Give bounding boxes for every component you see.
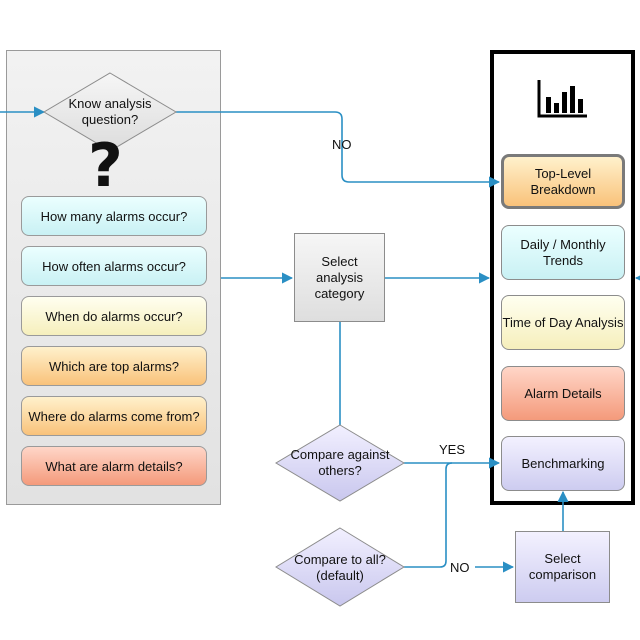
compare-all-label: Compare to all? (default) bbox=[294, 552, 386, 583]
question-which-top[interactable]: Which are top alarms? bbox=[21, 346, 207, 386]
connector-all-yes bbox=[404, 462, 453, 568]
category-label: Alarm Details bbox=[524, 385, 602, 401]
question-where-from[interactable]: Where do alarms come from? bbox=[21, 396, 207, 436]
category-alarm-details[interactable]: Alarm Details bbox=[501, 366, 625, 421]
question-label: How often alarms occur? bbox=[42, 258, 186, 274]
decision-compare-all bbox=[275, 527, 405, 607]
question-when[interactable]: When do alarms occur? bbox=[21, 296, 207, 336]
question-mark-icon: ? bbox=[88, 131, 123, 201]
edge-label-no-bottom: NO bbox=[450, 560, 470, 575]
question-how-often[interactable]: How often alarms occur? bbox=[21, 246, 207, 286]
edge-label-yes: YES bbox=[439, 442, 466, 457]
question-label: When do alarms occur? bbox=[45, 308, 183, 324]
category-time-of-day[interactable]: Time of Day Analysis bbox=[501, 295, 625, 350]
select-comparison[interactable]: Select comparison bbox=[515, 531, 610, 603]
question-how-many[interactable]: How many alarms occur? bbox=[21, 196, 207, 236]
question-label: Which are top alarms? bbox=[48, 358, 180, 374]
category-label: Daily / Monthly Trends bbox=[520, 236, 606, 268]
edge-label-no-top: NO bbox=[332, 137, 352, 152]
compare-others-label: Compare against others? bbox=[290, 447, 390, 478]
bar-chart-icon bbox=[537, 80, 587, 118]
category-daily-monthly-trends[interactable]: Daily / Monthly Trends bbox=[501, 225, 625, 280]
question-label: How many alarms occur? bbox=[40, 208, 188, 224]
question-details[interactable]: What are alarm details? bbox=[21, 446, 207, 486]
decision-know-question bbox=[43, 72, 177, 152]
select-analysis-category[interactable]: Select analysis category bbox=[294, 233, 385, 322]
decision-compare-others bbox=[275, 424, 405, 502]
select-category-label: Select analysis category bbox=[314, 253, 365, 301]
know-question-label: Know analysis question? bbox=[68, 96, 152, 127]
question-label: What are alarm details? bbox=[45, 458, 183, 474]
category-top-level-breakdown[interactable]: Top-Level Breakdown bbox=[501, 154, 625, 209]
category-label: Top-Level Breakdown bbox=[530, 165, 596, 197]
question-label: Where do alarms come from? bbox=[28, 408, 200, 424]
connector-no-top bbox=[176, 111, 501, 188]
category-label: Benchmarking bbox=[521, 455, 605, 471]
category-label: Time of Day Analysis bbox=[502, 314, 624, 330]
category-benchmarking[interactable]: Benchmarking bbox=[501, 436, 625, 491]
select-comparison-label: Select comparison bbox=[528, 551, 597, 582]
